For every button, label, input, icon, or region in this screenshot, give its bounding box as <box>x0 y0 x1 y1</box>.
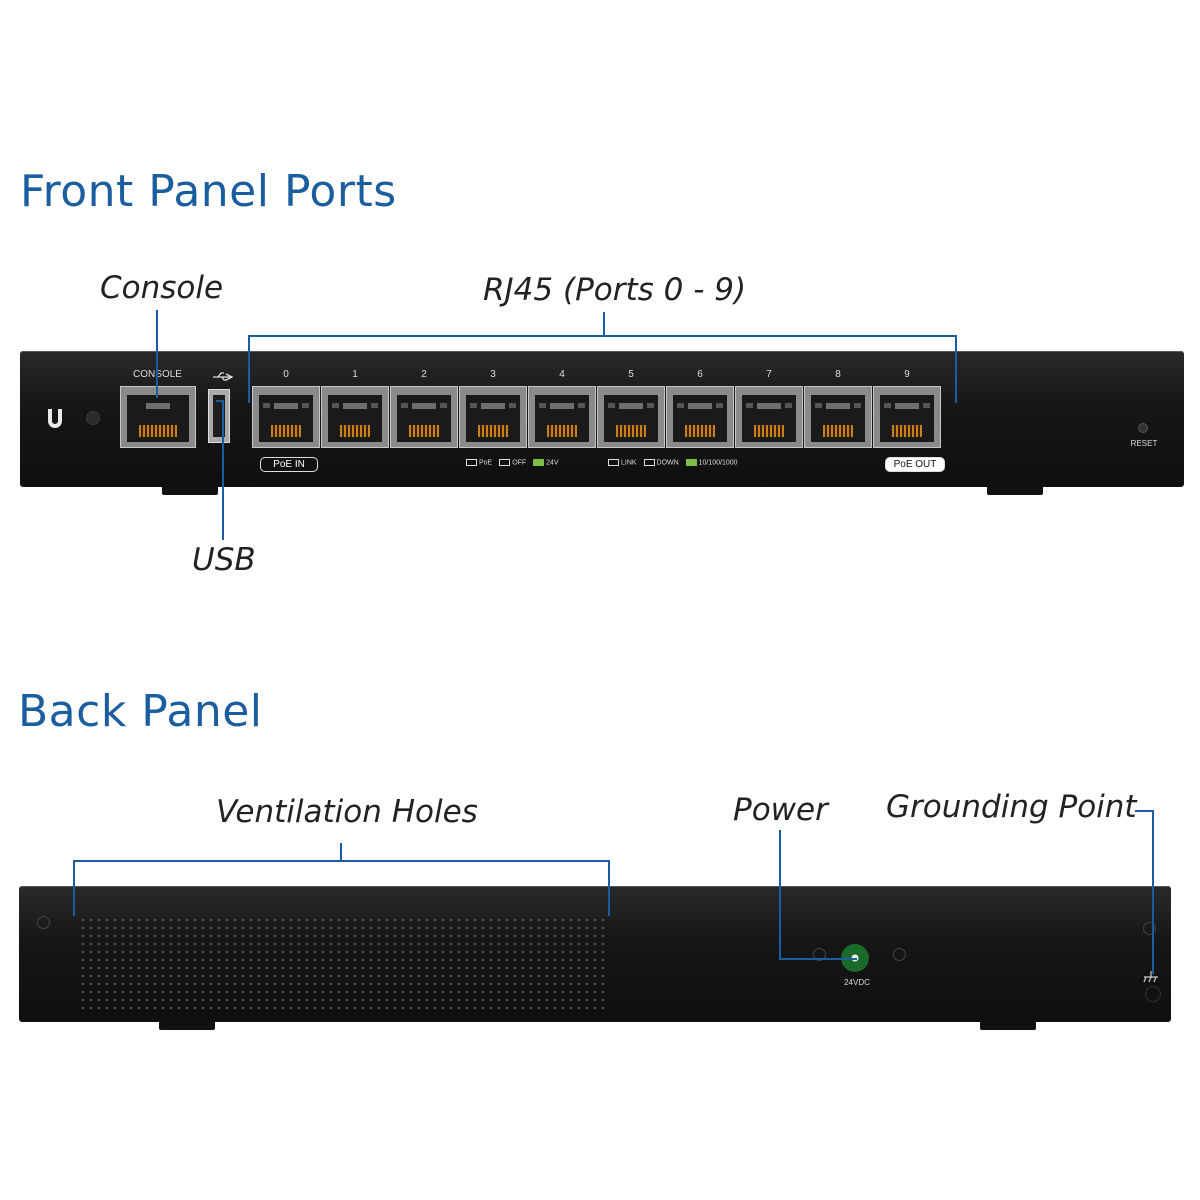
24v-legend-icon <box>533 459 545 466</box>
port-number-label: 3 <box>490 369 496 380</box>
down-legend-icon <box>643 459 655 466</box>
ventilation-holes <box>79 916 605 1010</box>
ventilation-leader-stem <box>340 843 342 861</box>
link-legend-label: LINK <box>621 459 637 467</box>
rj45-leader-stem <box>603 312 605 336</box>
poe-legend: PoE OFF 24V <box>466 459 559 466</box>
rj45-port[interactable] <box>459 386 527 448</box>
port-number-label: 9 <box>904 369 910 380</box>
reset-button[interactable] <box>1138 423 1148 433</box>
link-legend-icon <box>608 459 619 466</box>
port-number-label: 8 <box>835 369 841 380</box>
off-legend-icon <box>499 459 511 466</box>
link-legend: LINK DOWN 10/100/1000 <box>608 459 738 466</box>
front-foot-left <box>162 487 218 495</box>
power-label: 24VDC <box>844 978 870 987</box>
rj45-bracket-top <box>248 335 957 337</box>
rj45-port[interactable] <box>873 386 941 448</box>
port-number-label: 6 <box>697 369 703 380</box>
usb-leader <box>222 400 224 540</box>
grounding-leader-horizontal <box>1135 810 1153 812</box>
back-panel-title: Back Panel <box>18 686 263 737</box>
rj45-bracket-left <box>248 335 250 403</box>
rj45-bracket-right <box>955 335 957 403</box>
usb-leader-tick <box>216 400 224 402</box>
rj45-port[interactable] <box>252 386 320 448</box>
ground-icon <box>1143 970 1159 983</box>
power-callout: Power <box>733 792 828 828</box>
rj45-port[interactable] <box>735 386 803 448</box>
screw-power-right <box>893 948 906 961</box>
console-leader <box>156 310 158 398</box>
power-leader-horizontal <box>779 958 857 960</box>
poe-out-label: PoE OUT <box>885 457 945 472</box>
rj45-port[interactable] <box>390 386 458 448</box>
console-callout: Console <box>100 270 224 306</box>
port-number-label: 1 <box>352 369 358 380</box>
speed-legend-label: 10/100/1000 <box>698 459 738 467</box>
ventilation-bracket-left <box>73 860 75 916</box>
front-foot-right <box>987 487 1043 495</box>
screw-left <box>37 916 50 929</box>
port-number-label: 5 <box>628 369 634 380</box>
rj45-port[interactable] <box>666 386 734 448</box>
rj45-port[interactable] <box>528 386 596 448</box>
poe-in-label: PoE IN <box>260 457 318 472</box>
back-device: 24VDC <box>19 886 1171 1022</box>
grounding-callout: Grounding Point <box>886 789 1137 825</box>
reset-label: RESET <box>1130 439 1158 448</box>
port-number-label: 0 <box>283 369 289 380</box>
port-number-label: 4 <box>559 369 565 380</box>
ventilation-bracket-right <box>608 860 610 916</box>
port-number-label: 2 <box>421 369 427 380</box>
speed-legend-icon <box>685 459 697 466</box>
ubiquiti-logo-icon <box>46 409 64 429</box>
poe-legend-icon <box>466 459 477 466</box>
status-led-icon <box>86 411 100 425</box>
rj45-callout: RJ45 (Ports 0 - 9) <box>483 272 747 308</box>
rj45-port[interactable] <box>804 386 872 448</box>
power-leader-vertical <box>779 830 781 960</box>
back-foot-right <box>980 1022 1036 1030</box>
poe-legend-label: PoE <box>479 459 493 467</box>
ventilation-bracket-top <box>73 860 610 862</box>
usb-port[interactable] <box>208 389 230 443</box>
screw-right <box>1143 922 1156 935</box>
port-number-label: 7 <box>766 369 772 380</box>
24v-legend-label: 24V <box>546 459 559 467</box>
rj45-port[interactable] <box>597 386 665 448</box>
usb-icon <box>212 369 234 381</box>
console-port[interactable] <box>120 386 196 448</box>
off-legend-label: OFF <box>512 459 527 467</box>
usb-callout: USB <box>192 542 256 578</box>
grounding-leader-vertical <box>1152 810 1154 974</box>
rj45-port[interactable] <box>321 386 389 448</box>
ventilation-callout: Ventilation Holes <box>216 794 478 830</box>
back-foot-left <box>159 1022 215 1030</box>
grounding-screw[interactable] <box>1145 986 1161 1002</box>
front-panel-title: Front Panel Ports <box>20 166 397 217</box>
down-legend-label: DOWN <box>656 459 679 467</box>
screw-power-left <box>813 948 826 961</box>
